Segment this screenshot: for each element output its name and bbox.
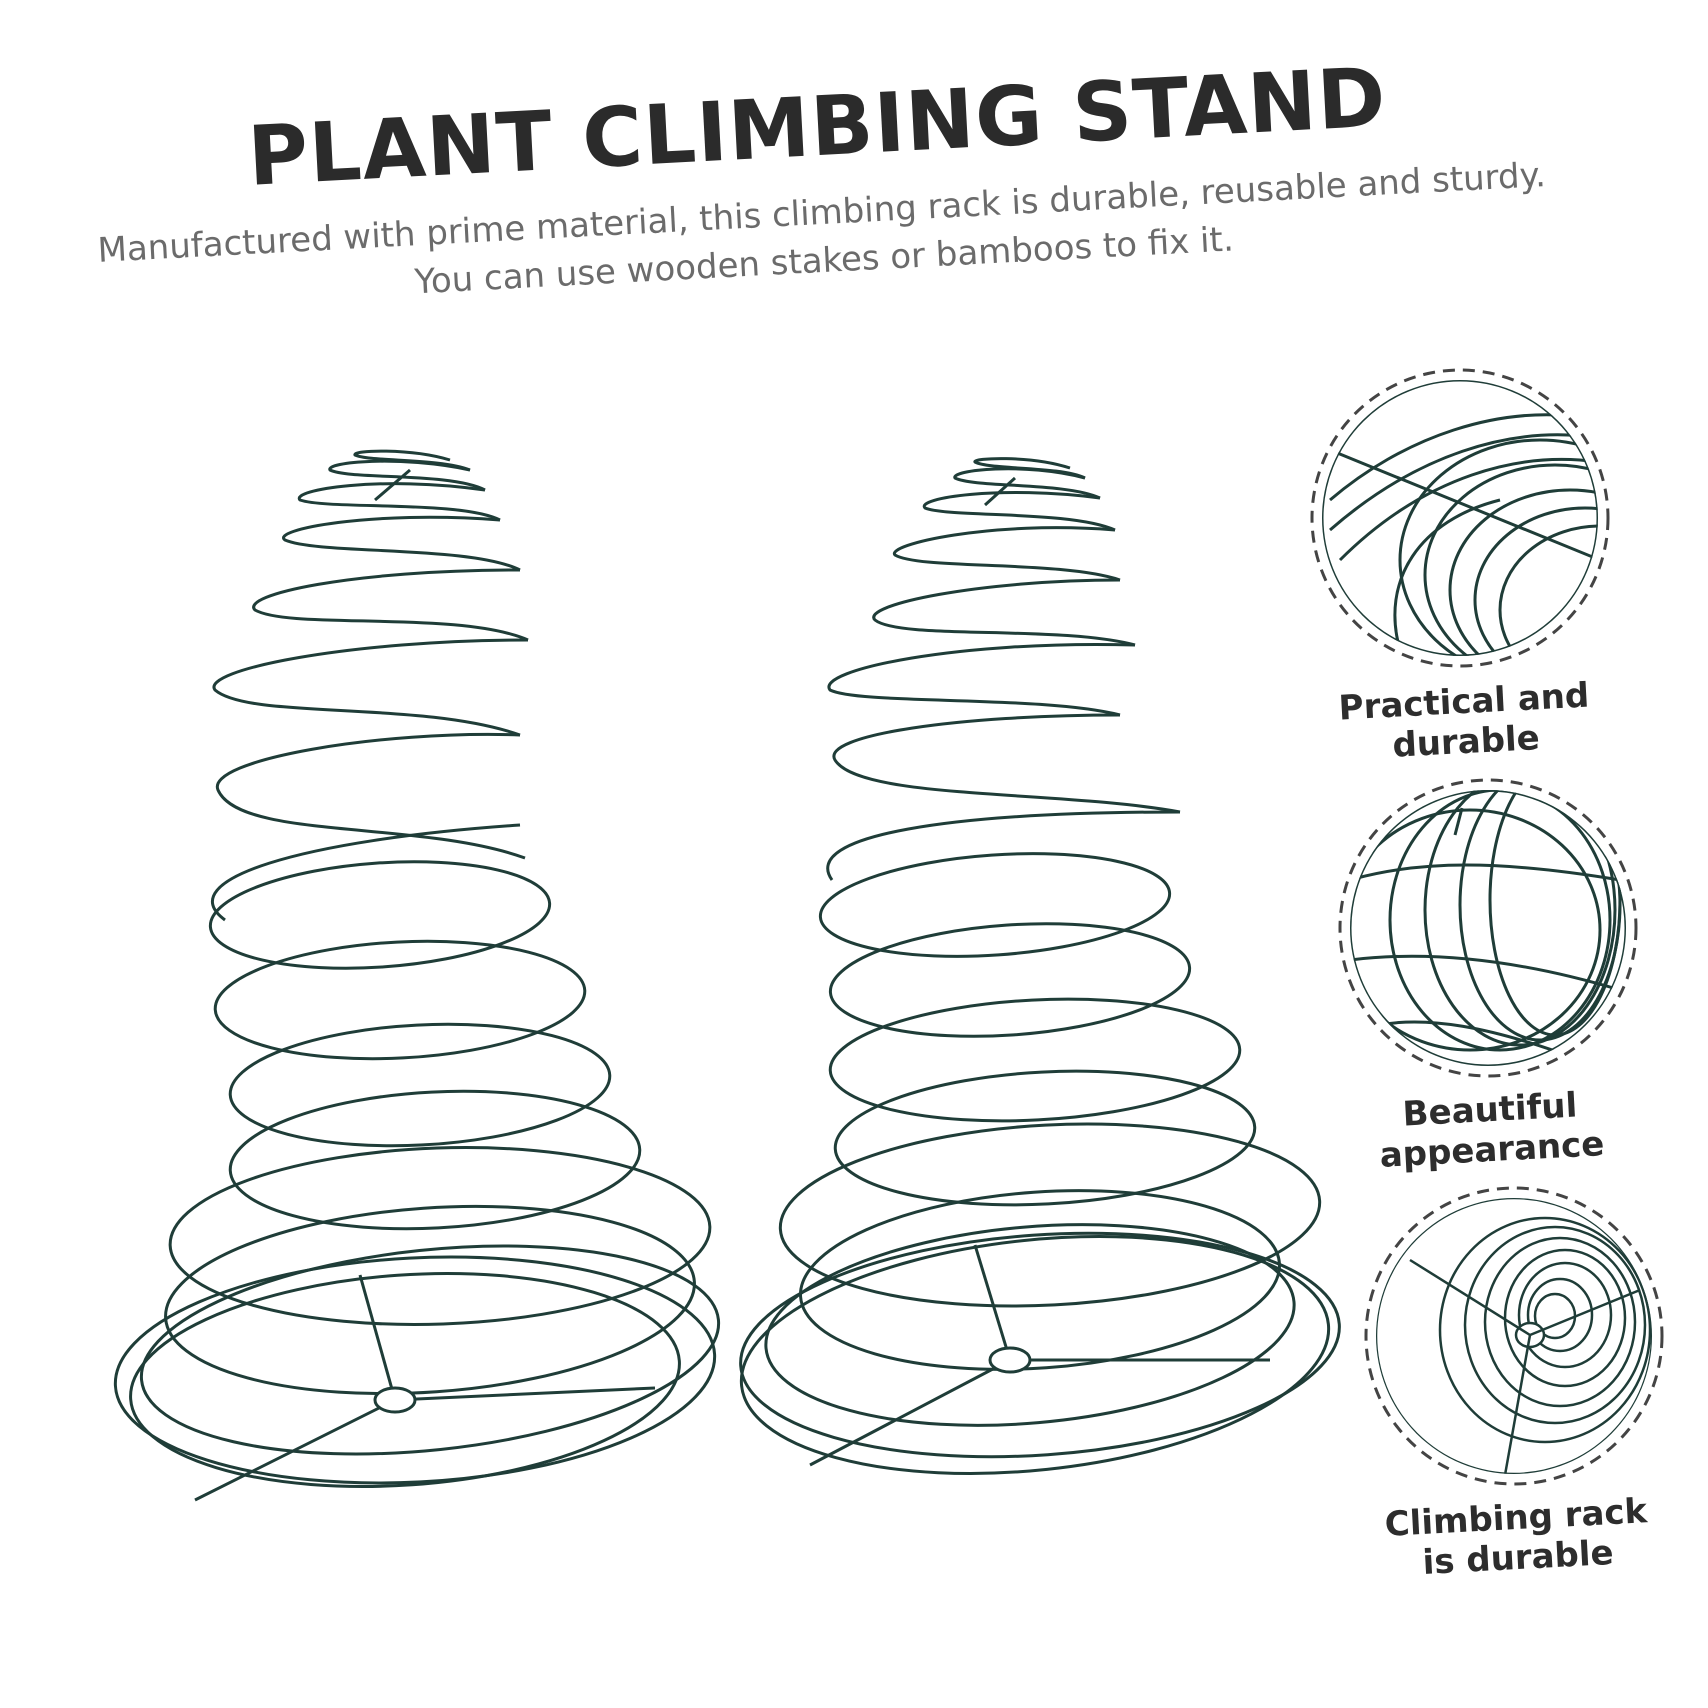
spiral-stand-left bbox=[113, 449, 721, 1502]
wire-dome-closeup-icon bbox=[1338, 778, 1638, 1078]
wire-spiral-top-view-icon bbox=[1364, 1186, 1664, 1486]
spiral-stand-right bbox=[739, 457, 1341, 1475]
wire-coil-closeup-icon bbox=[1310, 368, 1610, 668]
